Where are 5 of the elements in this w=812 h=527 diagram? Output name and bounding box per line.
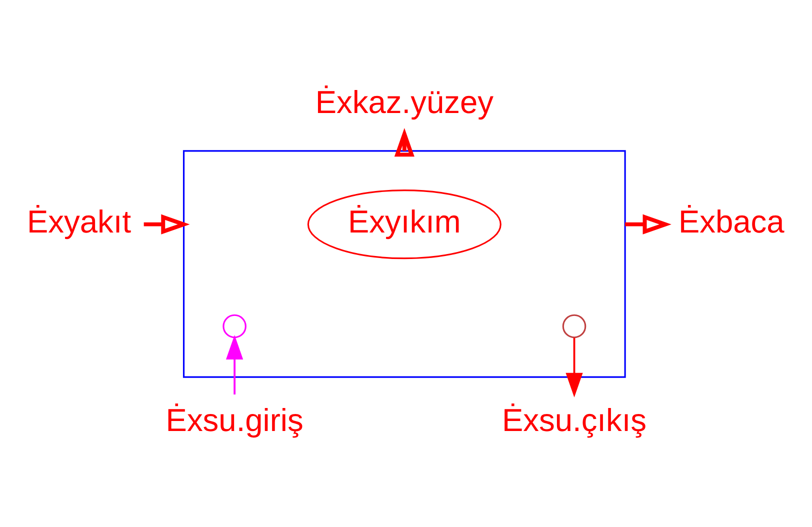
node-text: Ėxyakıt (26, 202, 132, 239)
node-text: Ėxsu.çıkış (502, 402, 647, 438)
node-text: Ėxbaca (678, 202, 784, 239)
node-text: Ėxsu.giriş (166, 402, 304, 438)
node-text: Ėxkaz.yüzey (315, 83, 494, 120)
